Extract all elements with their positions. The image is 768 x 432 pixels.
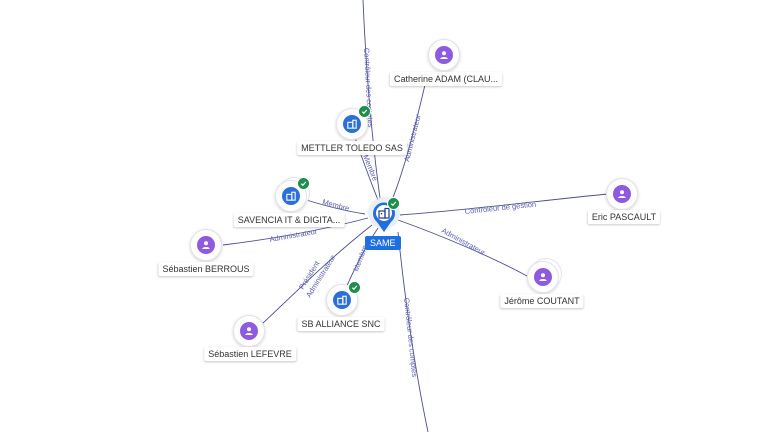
edge-pascault	[399, 193, 609, 216]
verified-check-icon	[358, 105, 371, 118]
company-building-icon	[337, 295, 347, 305]
node-lefevre[interactable]	[233, 315, 265, 347]
node-sballiance[interactable]	[326, 281, 361, 316]
edge-label-coutant: Administrateur	[440, 226, 487, 258]
node-pascault[interactable]	[606, 178, 638, 210]
edge-label-pascault: Contrôleur de gestion	[464, 200, 536, 216]
node-berrous[interactable]	[190, 229, 222, 261]
node-sballiance-label[interactable]: SB ALLIANCE SNC	[297, 317, 385, 331]
edge-catherine	[391, 71, 429, 201]
center-node-pin[interactable]	[367, 196, 401, 236]
edge-label-mettler: Membre	[361, 153, 380, 182]
edge-label-catherine: Administrateur	[402, 113, 423, 163]
edge-label-berrous: Administrateur	[269, 227, 319, 244]
node-savencia-label[interactable]: SAVENCIA IT & DIGITA...	[233, 213, 345, 227]
edge-coutant	[397, 219, 528, 277]
node-pascault-label[interactable]: Eric PASCAULT	[587, 210, 661, 224]
person-icon	[440, 51, 448, 59]
center-node-label[interactable]: SAME	[365, 236, 401, 250]
verified-check-icon	[348, 281, 361, 294]
person-icon	[618, 190, 626, 198]
person-icon	[245, 327, 253, 335]
edge-label-bottom: Contrôleur des comptes	[402, 297, 419, 377]
edge-lefevre	[261, 224, 373, 325]
node-savencia[interactable]	[275, 177, 310, 212]
node-lefevre-label[interactable]: Sébastien LEFEVRE	[204, 347, 296, 361]
node-mettler[interactable]	[336, 105, 371, 140]
verified-check-icon	[387, 197, 400, 210]
edge-label-savencia: Membre	[321, 197, 350, 213]
verified-check-icon	[297, 177, 310, 190]
edge-top	[362, 0, 381, 199]
person-icon	[202, 241, 210, 249]
company-building-icon	[378, 207, 390, 219]
edge-savencia	[299, 197, 366, 215]
company-building-icon	[347, 119, 357, 129]
node-catherine[interactable]	[428, 39, 460, 71]
node-coutant[interactable]	[527, 261, 559, 293]
company-building-icon	[286, 191, 296, 201]
edge-berrous	[222, 217, 369, 246]
person-icon	[539, 273, 547, 281]
node-mettler-label[interactable]: METTLER TOLEDO SAS	[297, 141, 407, 155]
node-coutant-label[interactable]: Jérôme COUTANT	[500, 294, 584, 308]
edge-bottom	[397, 231, 429, 432]
edge-sballiance	[345, 227, 379, 289]
node-catherine-label[interactable]: Catherine ADAM (CLAU...	[389, 72, 503, 86]
node-berrous-label[interactable]: Sébastien BERROUS	[158, 262, 254, 276]
